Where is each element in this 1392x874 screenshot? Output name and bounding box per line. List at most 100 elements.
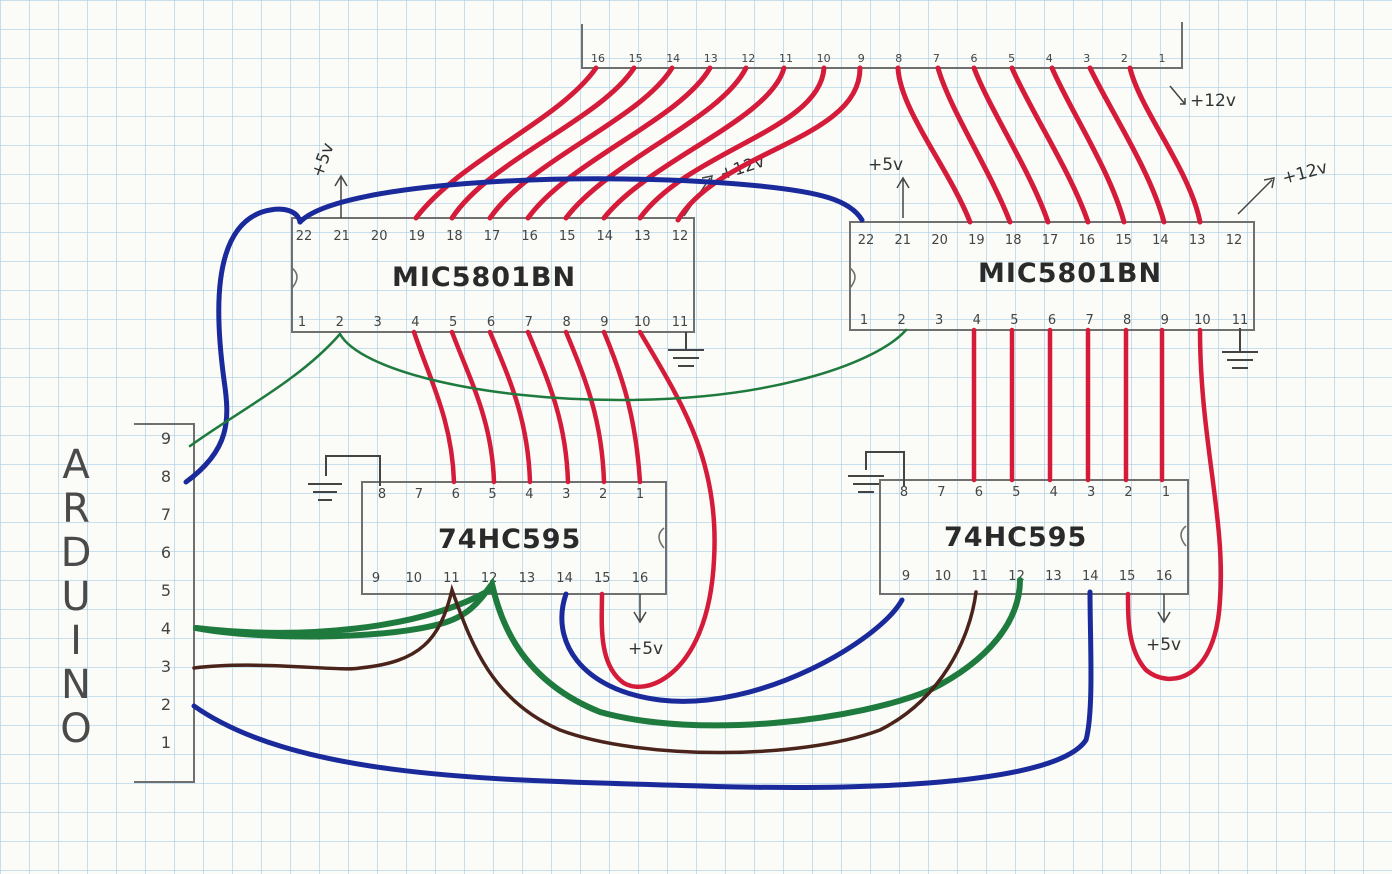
driver-left-top-pin: 14: [597, 229, 614, 244]
driver-left-top-pin: 15: [559, 229, 576, 244]
driver-right-top-pin: 13: [1189, 233, 1206, 248]
red-wires-driver-right-to-sr-right: [971, 327, 1224, 682]
sr-left-top-pin: 4: [525, 487, 533, 502]
driver-right-bottom-pin: 9: [1161, 313, 1169, 328]
driver-right-top-pin: 17: [1042, 233, 1059, 248]
sr-left-bottom-pin: 16: [632, 571, 649, 586]
driver-left-top-pin: 17: [484, 229, 501, 244]
sr-right-top-pin: 8: [900, 485, 908, 500]
arduino-pin-label: 4: [161, 619, 171, 638]
driver-left-top-pin: 22: [296, 229, 313, 244]
arduino-label-letter: R: [62, 486, 90, 532]
header-pin-label: 11: [779, 52, 793, 65]
arduino-label-letter: N: [61, 662, 91, 708]
sr-right-bottom-pin: 10: [935, 569, 952, 584]
sr-right-top-pin: 3: [1087, 485, 1095, 500]
driver-right-bottom-pin: 2: [897, 313, 905, 328]
driver-right-bottom-pin: 1: [860, 313, 868, 328]
header-pin-label: 16: [591, 52, 605, 65]
sr-left-top-pin: 5: [488, 487, 496, 502]
sr-right-bottom-pin: 14: [1082, 569, 1099, 584]
red-wires-driver-left-to-sr-left: [411, 329, 717, 689]
driver-right-bottom-pin: 6: [1048, 313, 1056, 328]
driver-right-bottom-pin: 3: [935, 313, 943, 328]
brown-wires: [192, 583, 978, 755]
sr-right-top-pin: 2: [1124, 485, 1132, 500]
sr-right-5v-label: +5v: [1146, 635, 1181, 655]
sr-left-ground-symbol: [308, 455, 381, 501]
arduino-label-letter: U: [61, 574, 90, 620]
driver-left-ground-symbol: [668, 332, 704, 367]
driver-right-ground-symbol: [1222, 328, 1258, 369]
driver-left-bottom-pin: 11: [672, 315, 689, 330]
driver-right-bottom-pin: 5: [1010, 313, 1018, 328]
sr-left-bottom-pin: 11: [443, 571, 460, 586]
header-pin-label: 15: [629, 52, 643, 65]
arduino-label-letter: A: [62, 442, 90, 488]
sr-right-ground-symbol: [848, 451, 905, 493]
sr-right-top-pin: 7: [937, 485, 945, 500]
sr-right-bottom-pin: 11: [971, 569, 988, 584]
arduino-pin-label: 6: [161, 543, 171, 562]
arduino-pin-label: 1: [161, 733, 171, 752]
driver-left-top-pin: 16: [521, 229, 538, 244]
sr-right-top-pin: 6: [975, 485, 983, 500]
driver-left-bottom-pin: 10: [634, 315, 651, 330]
header-pin-label: 8: [895, 52, 902, 65]
driver-right-top-pin: 15: [1115, 233, 1132, 248]
header-pin-label: 10: [817, 52, 831, 65]
sr-right-title: 74HC595: [944, 522, 1087, 553]
driver-right-top-pin: 12: [1226, 233, 1243, 248]
driver-right-5v-label: +5v: [868, 155, 903, 175]
arduino-pin-label: 5: [161, 581, 171, 600]
arduino-pin-label: 2: [161, 695, 171, 714]
driver-left-bottom-pin: 5: [449, 315, 457, 330]
driver-right-top-pin: 21: [895, 233, 912, 248]
sr-left-5v-label: +5v: [628, 639, 663, 659]
driver-right-top-pin: 19: [968, 233, 985, 248]
sr-left-bottom-pin: 13: [519, 571, 536, 586]
driver-left-top-pin: 21: [333, 229, 350, 244]
driver-left-bottom-pin: 4: [411, 315, 419, 330]
sr-right-bottom-pin: 16: [1156, 569, 1173, 584]
sr-right-bottom-pin: 9: [902, 569, 910, 584]
arduino-pin-label: 8: [161, 467, 171, 486]
blue-wires: [183, 176, 1094, 790]
driver-left-top-pin: 13: [634, 229, 651, 244]
header-supply-label: +12v: [1190, 91, 1236, 111]
sr-right-bottom-pin: 13: [1045, 569, 1062, 584]
driver-left-top-pin: 12: [672, 229, 689, 244]
arduino-pin-label: 3: [161, 657, 171, 676]
driver-right-top-pin: 16: [1079, 233, 1096, 248]
sr-right-top-pin: 5: [1012, 485, 1020, 500]
header-pin-label: 3: [1083, 52, 1090, 65]
sr-right-top-pin: 4: [1050, 485, 1058, 500]
header-pin-label: 5: [1008, 52, 1015, 65]
header-pin-label: 1: [1159, 52, 1166, 65]
sr-left-top-pin: 7: [415, 487, 423, 502]
sr-left-bottom-pin: 15: [594, 571, 611, 586]
driver-right-bottom-pin: 11: [1232, 313, 1249, 328]
driver-left-bottom-pin: 3: [373, 315, 381, 330]
header-pin-label: 9: [858, 52, 865, 65]
driver-right-bottom-pin: 4: [973, 313, 981, 328]
sr-left-top-pin: 2: [599, 487, 607, 502]
driver-right-bottom-pin: 8: [1123, 313, 1131, 328]
sr-left-title: 74HC595: [438, 524, 581, 555]
driver-left-top-pin: 20: [371, 229, 388, 244]
arduino-label-letter: O: [60, 706, 91, 752]
driver-left-bottom-pin: 8: [562, 315, 570, 330]
header-pin-label: 7: [933, 52, 940, 65]
driver-right-bottom-pin: 7: [1085, 313, 1093, 328]
sr-left-bottom-pin: 10: [405, 571, 422, 586]
driver-left-title: MIC5801BN: [392, 262, 576, 293]
arduino-label-letter: D: [61, 530, 92, 576]
arduino-pin-label: 7: [161, 505, 171, 524]
header-pin-label: 4: [1046, 52, 1053, 65]
sr-left-bottom-pin: 9: [372, 571, 380, 586]
sr-left-top-pin: 1: [636, 487, 644, 502]
sr-left-top-pin: 6: [452, 487, 460, 502]
driver-right-top-pin: 18: [1005, 233, 1022, 248]
